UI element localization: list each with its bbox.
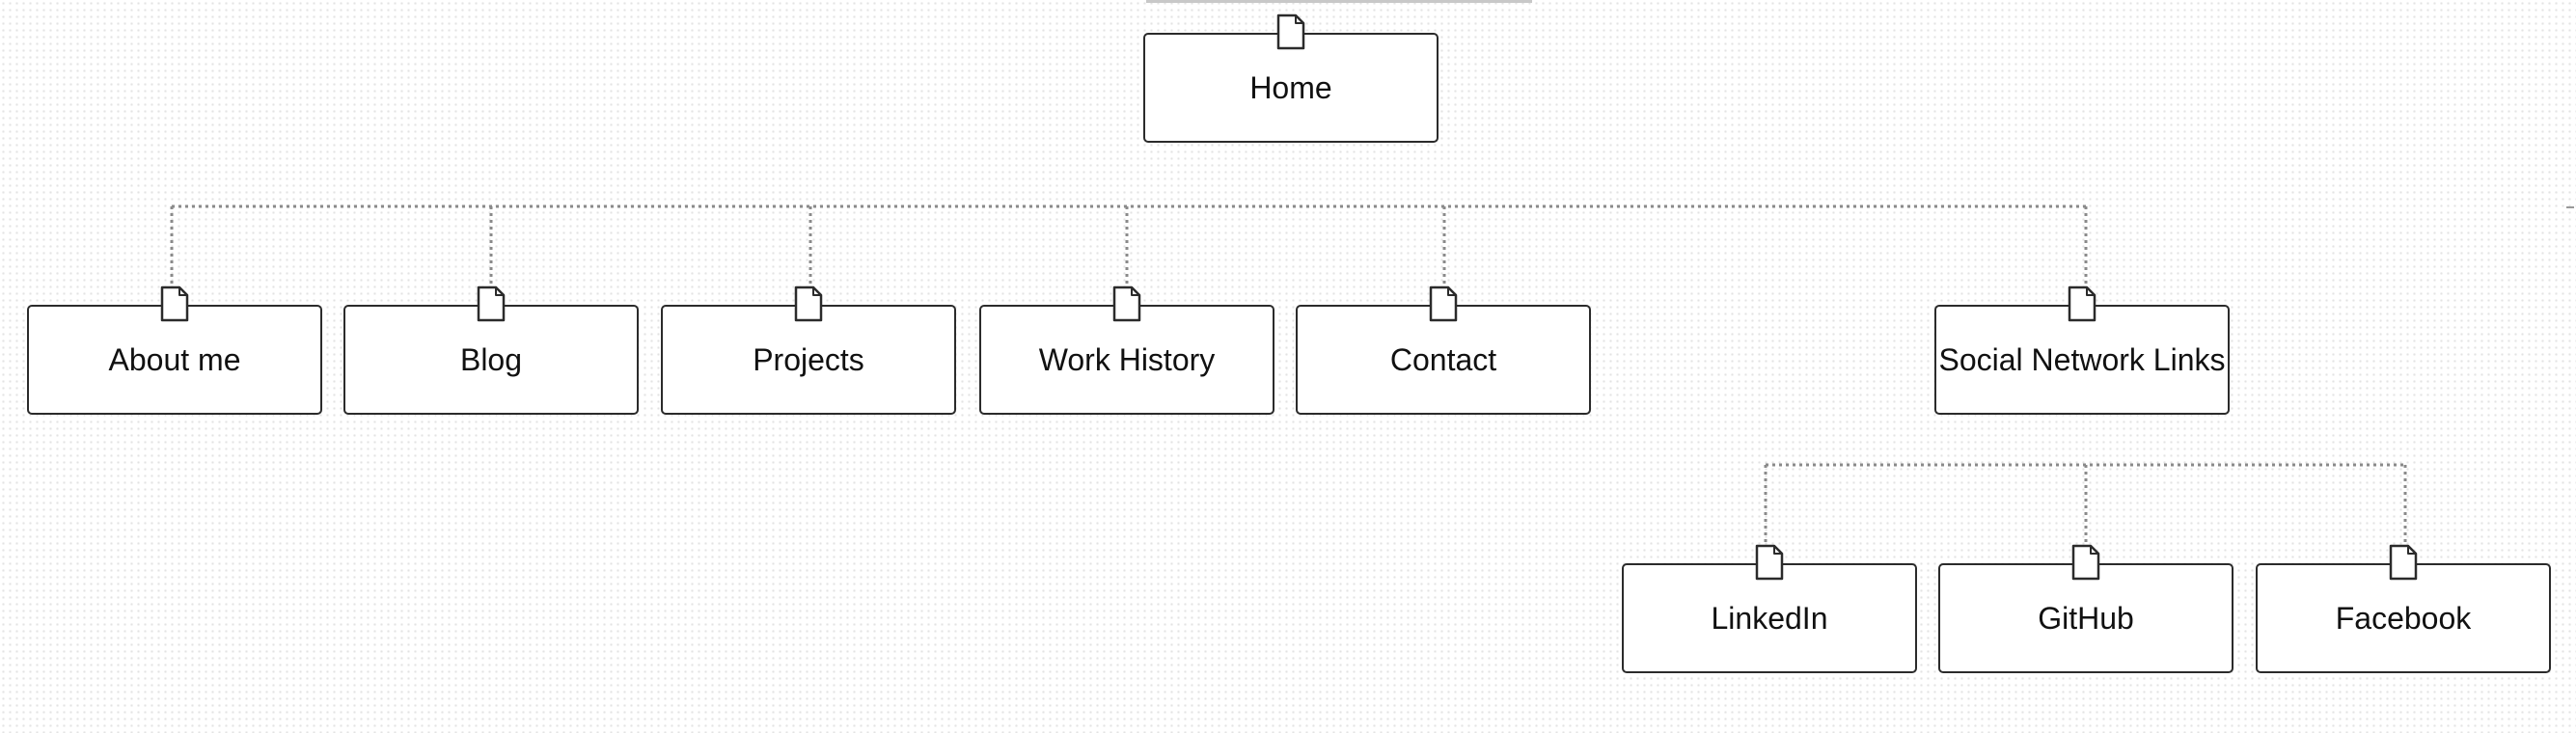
node-projects[interactable]: Projects — [661, 285, 956, 415]
node-linkedin[interactable]: LinkedIn — [1622, 544, 1917, 673]
node-label: Contact — [1389, 341, 1497, 377]
node-label: LinkedIn — [1711, 600, 1828, 636]
node-label: Facebook — [2335, 600, 2472, 636]
page-icon — [2071, 544, 2100, 581]
node-label: Work History — [1038, 341, 1216, 377]
node-contact[interactable]: Contact — [1296, 285, 1591, 415]
canvas-top-tab — [1146, 0, 1532, 3]
page-icon — [2068, 285, 2096, 322]
page-icon — [1755, 544, 1784, 581]
page-icon — [1429, 285, 1458, 322]
node-about-me[interactable]: About me — [27, 285, 322, 415]
node-label: About me — [108, 341, 241, 377]
node-work-history[interactable]: Work History — [979, 285, 1274, 415]
page-icon — [1276, 14, 1305, 50]
canvas-edge-marker — [2566, 206, 2574, 208]
page-icon — [1112, 285, 1141, 322]
page-icon — [160, 285, 189, 322]
page-icon — [2389, 544, 2418, 581]
page-icon — [477, 285, 506, 322]
node-facebook[interactable]: Facebook — [2256, 544, 2551, 673]
page-icon — [794, 285, 823, 322]
node-github[interactable]: GitHub — [1938, 544, 2233, 673]
node-blog[interactable]: Blog — [343, 285, 639, 415]
node-label: Social Network Links — [1938, 341, 2226, 377]
node-home[interactable]: Home — [1143, 14, 1439, 143]
node-label: Blog — [459, 341, 523, 377]
node-label: Projects — [753, 341, 864, 377]
node-label: GitHub — [2038, 600, 2134, 636]
node-label: Home — [1249, 69, 1332, 105]
node-social-network-links[interactable]: Social Network Links — [1934, 285, 2230, 415]
